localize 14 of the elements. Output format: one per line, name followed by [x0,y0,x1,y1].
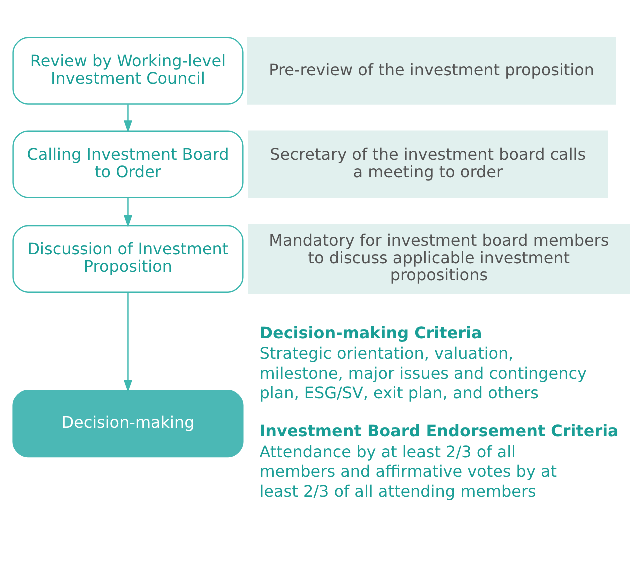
node-box: Discussion of Investment Proposition [12,224,244,292]
node-label: Attendance by at least 2/3 of all members and affirmative votes by at least 2/3 of all attending members [260,442,558,500]
node-box: Decision-making [12,390,244,458]
node-label: Strategic orientation, valuation, milestone, major issues and contingency plan, ESG/SV, exit plan, and others [260,344,587,402]
node-label: Decision-making Criteria [260,322,482,342]
node-box: Mandatory for investment board members to discuss applicable investment propositions [248,224,630,294]
arrow [124,104,133,132]
node-box: Calling Investment Board to Order [12,130,244,198]
arrow [124,292,133,392]
node-box: Secretary of the investment board calls a meeting to order [248,130,608,198]
node-label: Investment Board Endorsement Criteria [260,421,619,440]
node-box: Review by Working-level Investment Council [12,36,244,104]
node-box: Pre-review of the investment proposition [247,36,616,104]
arrow [124,197,133,228]
